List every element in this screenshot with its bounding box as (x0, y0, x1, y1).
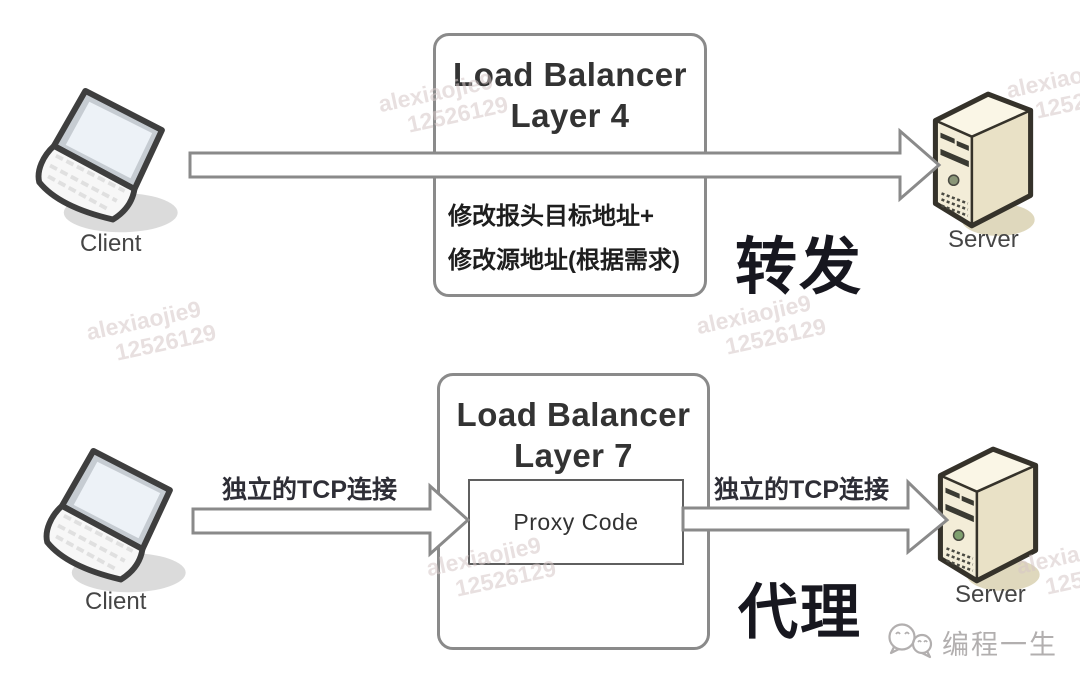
layer4-note-line1: 修改报头目标地址+ (448, 203, 655, 230)
layer4-note-line2: 修改源地址(根据需求) (448, 247, 680, 274)
client-laptop-icon (35, 87, 178, 233)
server-label-bottom: Server (955, 581, 1026, 608)
server-tower-icon (937, 446, 1040, 591)
proxy-code-box: Proxy Code (468, 479, 684, 565)
load-balancer-layer4-box: Load Balancer Layer 4 修改报头目标地址+ 修改源地址(根据… (433, 33, 707, 297)
layer7-box-title: Load Balancer Layer 7 (440, 394, 707, 476)
server-tower-icon (932, 91, 1035, 236)
client-laptop-icon (43, 447, 186, 593)
tcp-connection-label-left: 独立的TCP连接 (222, 476, 398, 504)
forward-mode-label: 转发 (735, 233, 864, 302)
layer4-title-line2: Layer 4 (510, 97, 630, 134)
tcp-connection-label-right: 独立的TCP连接 (714, 476, 890, 504)
proxy-mode-label: 代理 (738, 579, 862, 646)
wechat-logo-icon (888, 623, 933, 659)
layer7-title-line2: Layer 7 (513, 437, 634, 474)
client-label-bottom: Client (85, 588, 147, 615)
layer4-title-line1: Load Balancer (453, 56, 687, 93)
brand-name: 编程一生 (942, 629, 1058, 660)
proxy-code-label: Proxy Code (513, 508, 639, 535)
layer4-box-title: Load Balancer Layer 4 (436, 54, 704, 136)
footer-brand: 编程一生 (884, 622, 1058, 662)
layer7-title-line1: Load Balancer (456, 396, 691, 433)
server-label-top: Server (948, 226, 1019, 253)
client-label-top: Client (80, 230, 142, 257)
load-balancer-layer7-box: Load Balancer Layer 7 Proxy Code (437, 373, 710, 650)
